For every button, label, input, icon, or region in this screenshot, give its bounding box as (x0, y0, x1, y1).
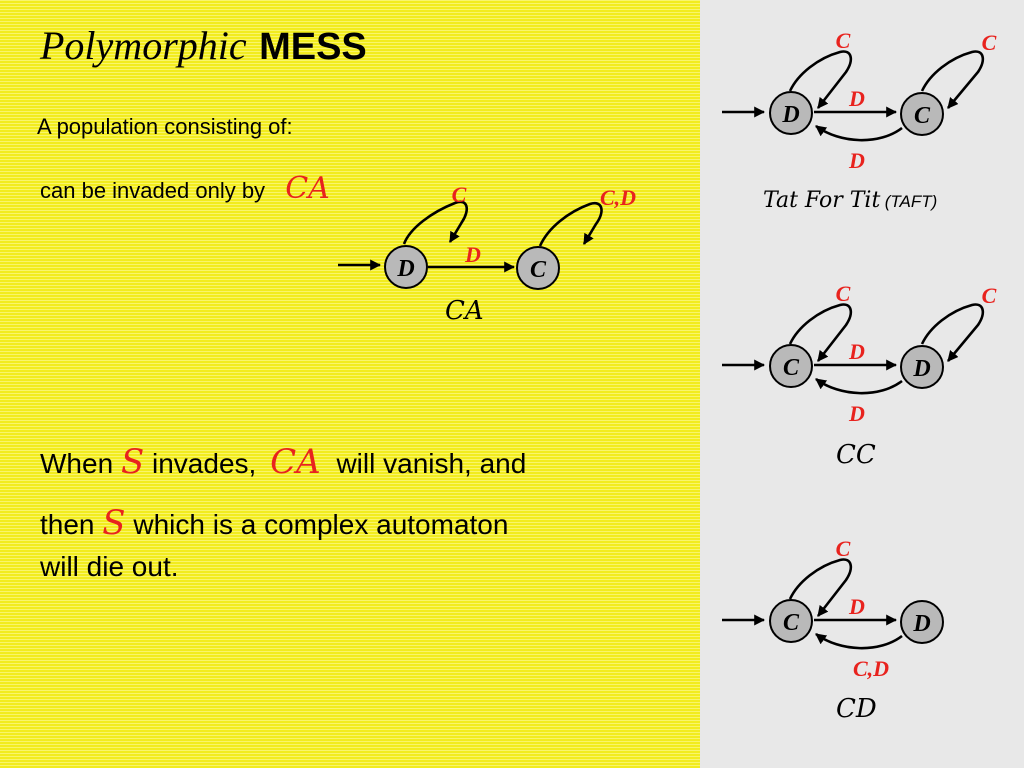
title-bold: MESS (259, 26, 367, 68)
cc-state-2 (900, 345, 944, 389)
ca-state-1 (384, 245, 428, 289)
para-invades: invades, (152, 448, 257, 479)
paragraph-line-2: then S which is a complex automaton (40, 506, 508, 540)
ca-self-loop-1 (402, 200, 469, 245)
ca-loop-1-label: C (452, 182, 467, 207)
automaton-cc: C D C C D D (722, 281, 997, 426)
cc-transition-back (815, 377, 903, 395)
automaton-ca: D C C C,D D (338, 182, 636, 290)
para-then: then (40, 509, 95, 540)
automaton-cd: C D C D C,D (722, 536, 944, 681)
cd-self-loop-1 (788, 558, 853, 617)
cc-loop-1-label: C (836, 281, 851, 306)
cc-self-loop-1 (788, 303, 853, 362)
ca-state-2-label: C (530, 257, 547, 283)
cc-loop-2-label: C (982, 283, 997, 308)
para-when: When (40, 448, 114, 479)
ca-self-loop-2 (538, 201, 603, 247)
left-panel (0, 0, 700, 768)
taft-caption-abbr: (TAFT) (884, 192, 938, 211)
taft-caption-name: Tat For Tit (763, 188, 881, 213)
cc-forward-label: D (848, 339, 865, 364)
para-ca: CA (270, 442, 321, 482)
cd-state-2 (900, 600, 944, 644)
cd-forward-label: D (848, 594, 865, 619)
cd-caption: CD (836, 694, 877, 724)
intro-line-1: A population consisting of: (37, 114, 293, 139)
automaton-taft: D C C C D D (722, 28, 997, 173)
taft-back-label: D (848, 148, 865, 173)
taft-state-1-label: D (781, 102, 799, 128)
ca-state-1-label: D (396, 256, 414, 282)
cd-state-2-label: D (912, 611, 930, 637)
ca-caption: CA (445, 296, 484, 326)
ca-loop-2-label: C,D (600, 185, 636, 210)
cc-back-label: D (848, 401, 865, 426)
cd-state-1-label: C (783, 610, 800, 636)
cc-caption: CC (836, 440, 876, 470)
cc-self-loop-2 (920, 303, 985, 362)
title-italic: Polymorphic (40, 23, 247, 68)
taft-state-1 (769, 91, 813, 135)
intro-line-2-text: can be invaded only by (40, 178, 266, 203)
right-panel (700, 0, 1024, 768)
taft-transition-back (815, 124, 903, 142)
taft-state-2 (900, 92, 944, 136)
cd-back-label: C,D (853, 656, 889, 681)
intro-invader: CA (285, 171, 330, 206)
taft-self-loop-1 (788, 50, 853, 109)
para-s1: S (120, 442, 145, 482)
page-title: Polymorphic MESS (40, 22, 367, 69)
ca-forward-label: D (464, 242, 481, 267)
paragraph-line-3: will die out. (40, 551, 179, 582)
para-complex: which is a complex automaton (133, 509, 509, 540)
intro-line-2: can be invaded only by CA (40, 171, 330, 206)
taft-loop-1-label: C (836, 28, 851, 53)
taft-forward-label: D (848, 86, 865, 111)
cc-state-1-label: C (783, 355, 800, 381)
cd-transition-back (815, 632, 903, 650)
cc-state-2-label: D (912, 356, 930, 382)
cd-loop-1-label: C (836, 536, 851, 561)
taft-self-loop-2 (920, 50, 985, 109)
ca-state-2 (516, 246, 560, 290)
taft-caption: Tat For Tit (TAFT) (763, 188, 937, 213)
para-vanish: will vanish, and (336, 448, 527, 479)
cc-state-1 (769, 344, 813, 388)
para-s2: S (102, 503, 126, 543)
cd-state-1 (769, 599, 813, 643)
taft-state-2-label: C (914, 103, 931, 129)
paragraph-line-1: When S invades, CA will vanish, and (40, 445, 526, 479)
taft-loop-2-label: C (982, 30, 997, 55)
